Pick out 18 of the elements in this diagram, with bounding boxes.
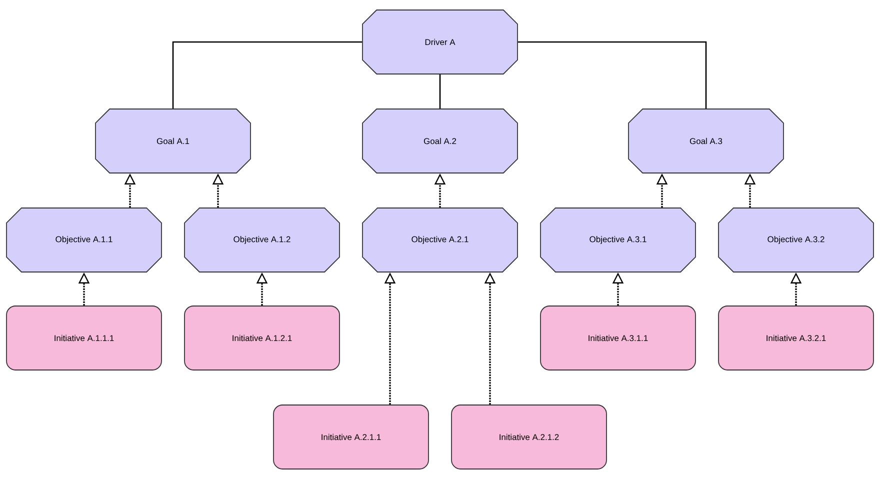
octagon-box: Objective A.3.2: [718, 208, 874, 272]
octagon-box: Objective A.2.1: [362, 208, 518, 272]
octagon-box: Objective A.1.2: [184, 208, 340, 272]
connector-line: [172, 41, 362, 109]
rounded-box: Initiative A.1.2.1: [184, 306, 340, 370]
rounded-box: Initiative A.2.1.1: [273, 404, 429, 470]
rounded-box: Initiative A.1.1.1: [6, 306, 162, 370]
octagon-box: Objective A.1.1: [6, 208, 162, 272]
octagon-box: Goal A.3: [628, 108, 784, 174]
connector-line: [439, 74, 441, 109]
octagon-box: Goal A.1: [95, 108, 251, 174]
rounded-box: Initiative A.3.1.1: [540, 306, 696, 370]
octagon-box: Goal A.2: [362, 108, 518, 174]
rounded-box: Initiative A.2.1.2: [451, 404, 607, 470]
connector-line: [518, 41, 707, 109]
octagon-box: Objective A.3.1: [540, 208, 696, 272]
octagon-box: Driver A: [362, 10, 518, 74]
rounded-box: Initiative A.3.2.1: [718, 306, 874, 370]
